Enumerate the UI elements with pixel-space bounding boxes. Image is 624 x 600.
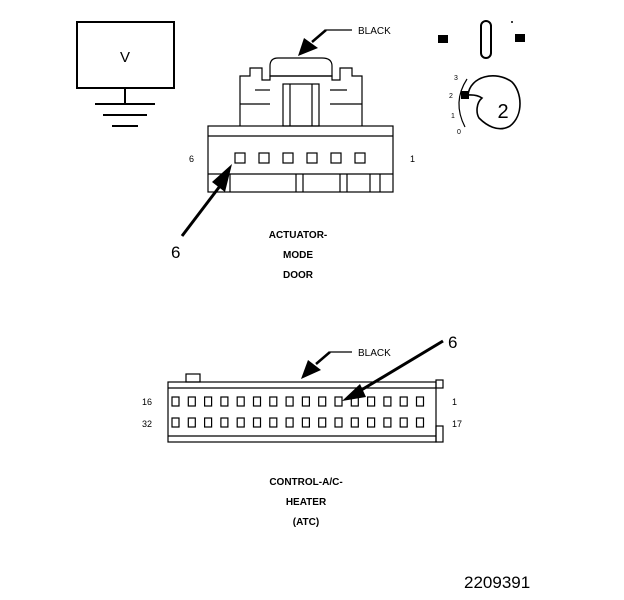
connector-cavity: [301, 396, 310, 407]
connector-cavity: [334, 396, 343, 407]
ground-icon: [95, 103, 155, 127]
actuator-connector: [207, 57, 394, 193]
actuator-pin-right-label: 1: [410, 154, 415, 164]
control-name-line-2: HEATER: [286, 497, 327, 508]
control-color-label: BLACK: [358, 348, 391, 359]
control-connector: [167, 373, 444, 443]
connector-cavity: [301, 417, 310, 428]
dial-arc: [458, 78, 468, 128]
actuator-probe-pin-label: 6: [171, 243, 180, 262]
connector-cavity: [415, 417, 425, 428]
control-row1-left-label: 16: [142, 397, 152, 407]
voltmeter-symbol: V: [120, 49, 130, 66]
selector-knob-icon: [467, 75, 521, 130]
connector-cavity: [383, 417, 392, 428]
selector-slot-icon: [480, 20, 492, 59]
connector-cavity: [367, 396, 376, 407]
connector-cavity: [318, 417, 327, 428]
control-arrowhead: [301, 360, 321, 379]
voltmeter: V: [76, 21, 175, 127]
connector-cavity: [269, 396, 278, 407]
minus-terminal-icon: [438, 35, 448, 43]
connector-cavity: [220, 417, 229, 428]
connector-cavity: [318, 396, 327, 407]
connector-cavity: [350, 417, 359, 428]
connector-cavity: [236, 396, 245, 407]
control-probe-pin-label: 6: [448, 333, 457, 352]
connector-cavity: [367, 417, 376, 428]
connector-cavity: [252, 396, 262, 407]
control-probe-arrowhead: [342, 384, 366, 401]
actuator-arrowhead: [298, 38, 318, 56]
connector-cavity: [171, 396, 180, 407]
connector-cavity: [285, 396, 294, 407]
dial-pointer: [461, 91, 469, 99]
connector-cavity: [236, 417, 245, 428]
actuator-name-line-3: DOOR: [283, 270, 314, 281]
control-name-line-1: CONTROL-A/C-: [269, 477, 342, 488]
actuator-name-line-1: ACTUATOR-: [269, 230, 328, 241]
svg-text:2: 2: [449, 93, 453, 100]
connector-cavity: [204, 417, 213, 428]
connector-cavity: [334, 417, 343, 428]
svg-text:0: 0: [457, 129, 461, 136]
connector-cavity: [187, 417, 196, 428]
connector-cavity: [171, 417, 180, 428]
control-cavities: [171, 396, 425, 428]
connector-cavity: [252, 417, 262, 428]
plus-terminal-icon: [515, 34, 525, 42]
actuator-probe-arrowhead: [212, 164, 232, 192]
figure-id: 2209391: [464, 573, 530, 592]
actuator-name-line-2: MODE: [283, 250, 313, 261]
connector-cavity: [269, 417, 278, 428]
connector-cavity: [285, 417, 294, 428]
actuator-pin-left-label: 6: [189, 154, 194, 164]
meter-dial: 3 2 1 0 2: [438, 20, 525, 136]
connector-cavity: [204, 396, 213, 407]
connector-cavity: [383, 396, 392, 407]
connector-cavity: [187, 396, 196, 407]
connector-cavity: [399, 417, 408, 428]
control-row2-left-label: 32: [142, 419, 152, 429]
dial-setting: 2: [497, 101, 508, 123]
control-row1-right-label: 1: [452, 397, 457, 407]
control-row2-right-label: 17: [452, 419, 462, 429]
connector-cavity: [399, 396, 408, 407]
connector-cavity: [415, 396, 425, 407]
connector-cavity: [220, 396, 229, 407]
svg-text:3: 3: [454, 75, 458, 82]
control-name-line-3: (ATC): [293, 517, 319, 528]
actuator-color-label: BLACK: [358, 26, 391, 37]
svg-text:1: 1: [451, 113, 455, 120]
